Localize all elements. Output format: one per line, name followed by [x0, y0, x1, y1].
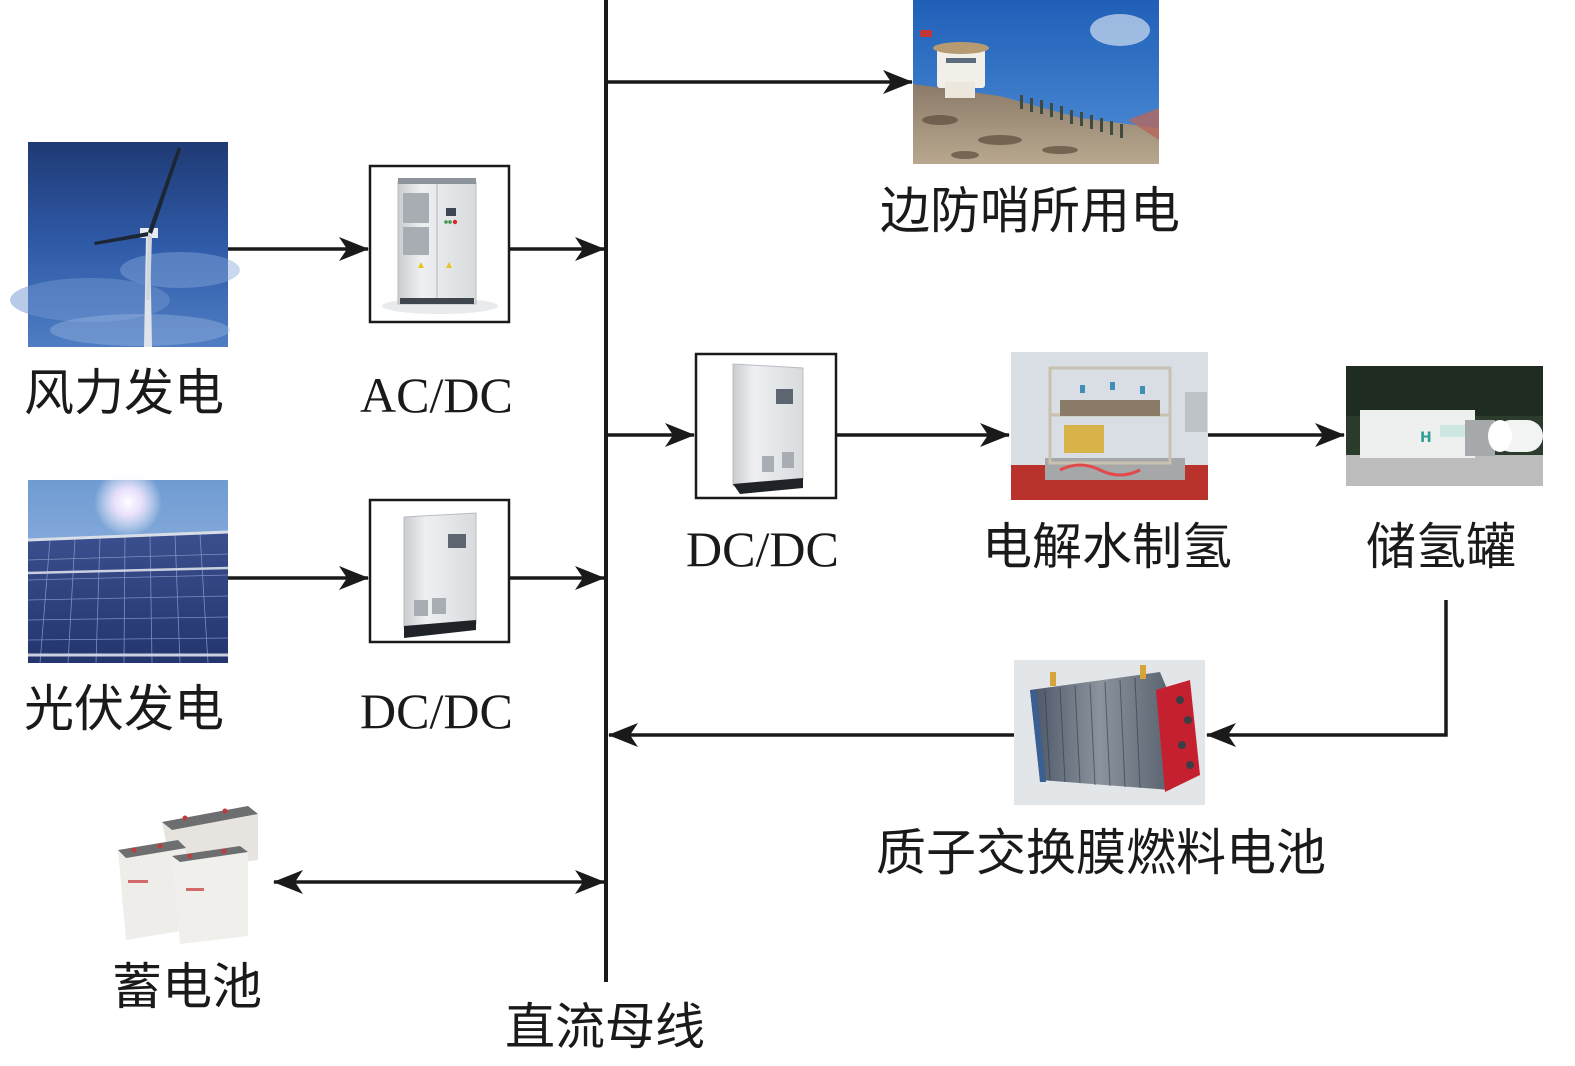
label-hydrogen-tank: 储氢罐 — [1366, 518, 1516, 576]
label-battery: 蓄电池 — [112, 958, 262, 1016]
label-dc-bus: 直流母线 — [505, 998, 705, 1056]
battery-bank-photo — [118, 806, 258, 944]
electrolyzer-photo — [1011, 352, 1208, 500]
label-wind-power: 风力发电 — [24, 364, 224, 422]
label-border-post-load: 边防哨所用电 — [880, 182, 1180, 240]
label-pem-fuel-cell: 质子交换膜燃料电池 — [876, 824, 1326, 882]
pem-fuel-cell-photo — [1014, 660, 1205, 805]
wind-turbine-photo — [10, 142, 240, 347]
label-h2-dcdc: DC/DC — [686, 521, 839, 577]
solar-panel-photo — [27, 468, 229, 664]
pv-dcdc-converter-box — [368, 498, 511, 644]
acdc-converter-box — [368, 164, 511, 324]
label-acdc: AC/DC — [360, 367, 513, 423]
svg-text:H: H — [1420, 430, 1432, 446]
label-pv-dcdc: DC/DC — [360, 683, 513, 739]
label-pv-power: 光伏发电 — [24, 680, 224, 738]
hydrogen-tank-photo: H — [1346, 366, 1543, 486]
label-electrolyzer: 电解水制氢 — [982, 518, 1232, 576]
border-post-photo — [913, 0, 1159, 164]
h2-dcdc-converter-box — [694, 352, 838, 500]
arrow-tank-to-fuel-cell — [1206, 600, 1448, 747]
